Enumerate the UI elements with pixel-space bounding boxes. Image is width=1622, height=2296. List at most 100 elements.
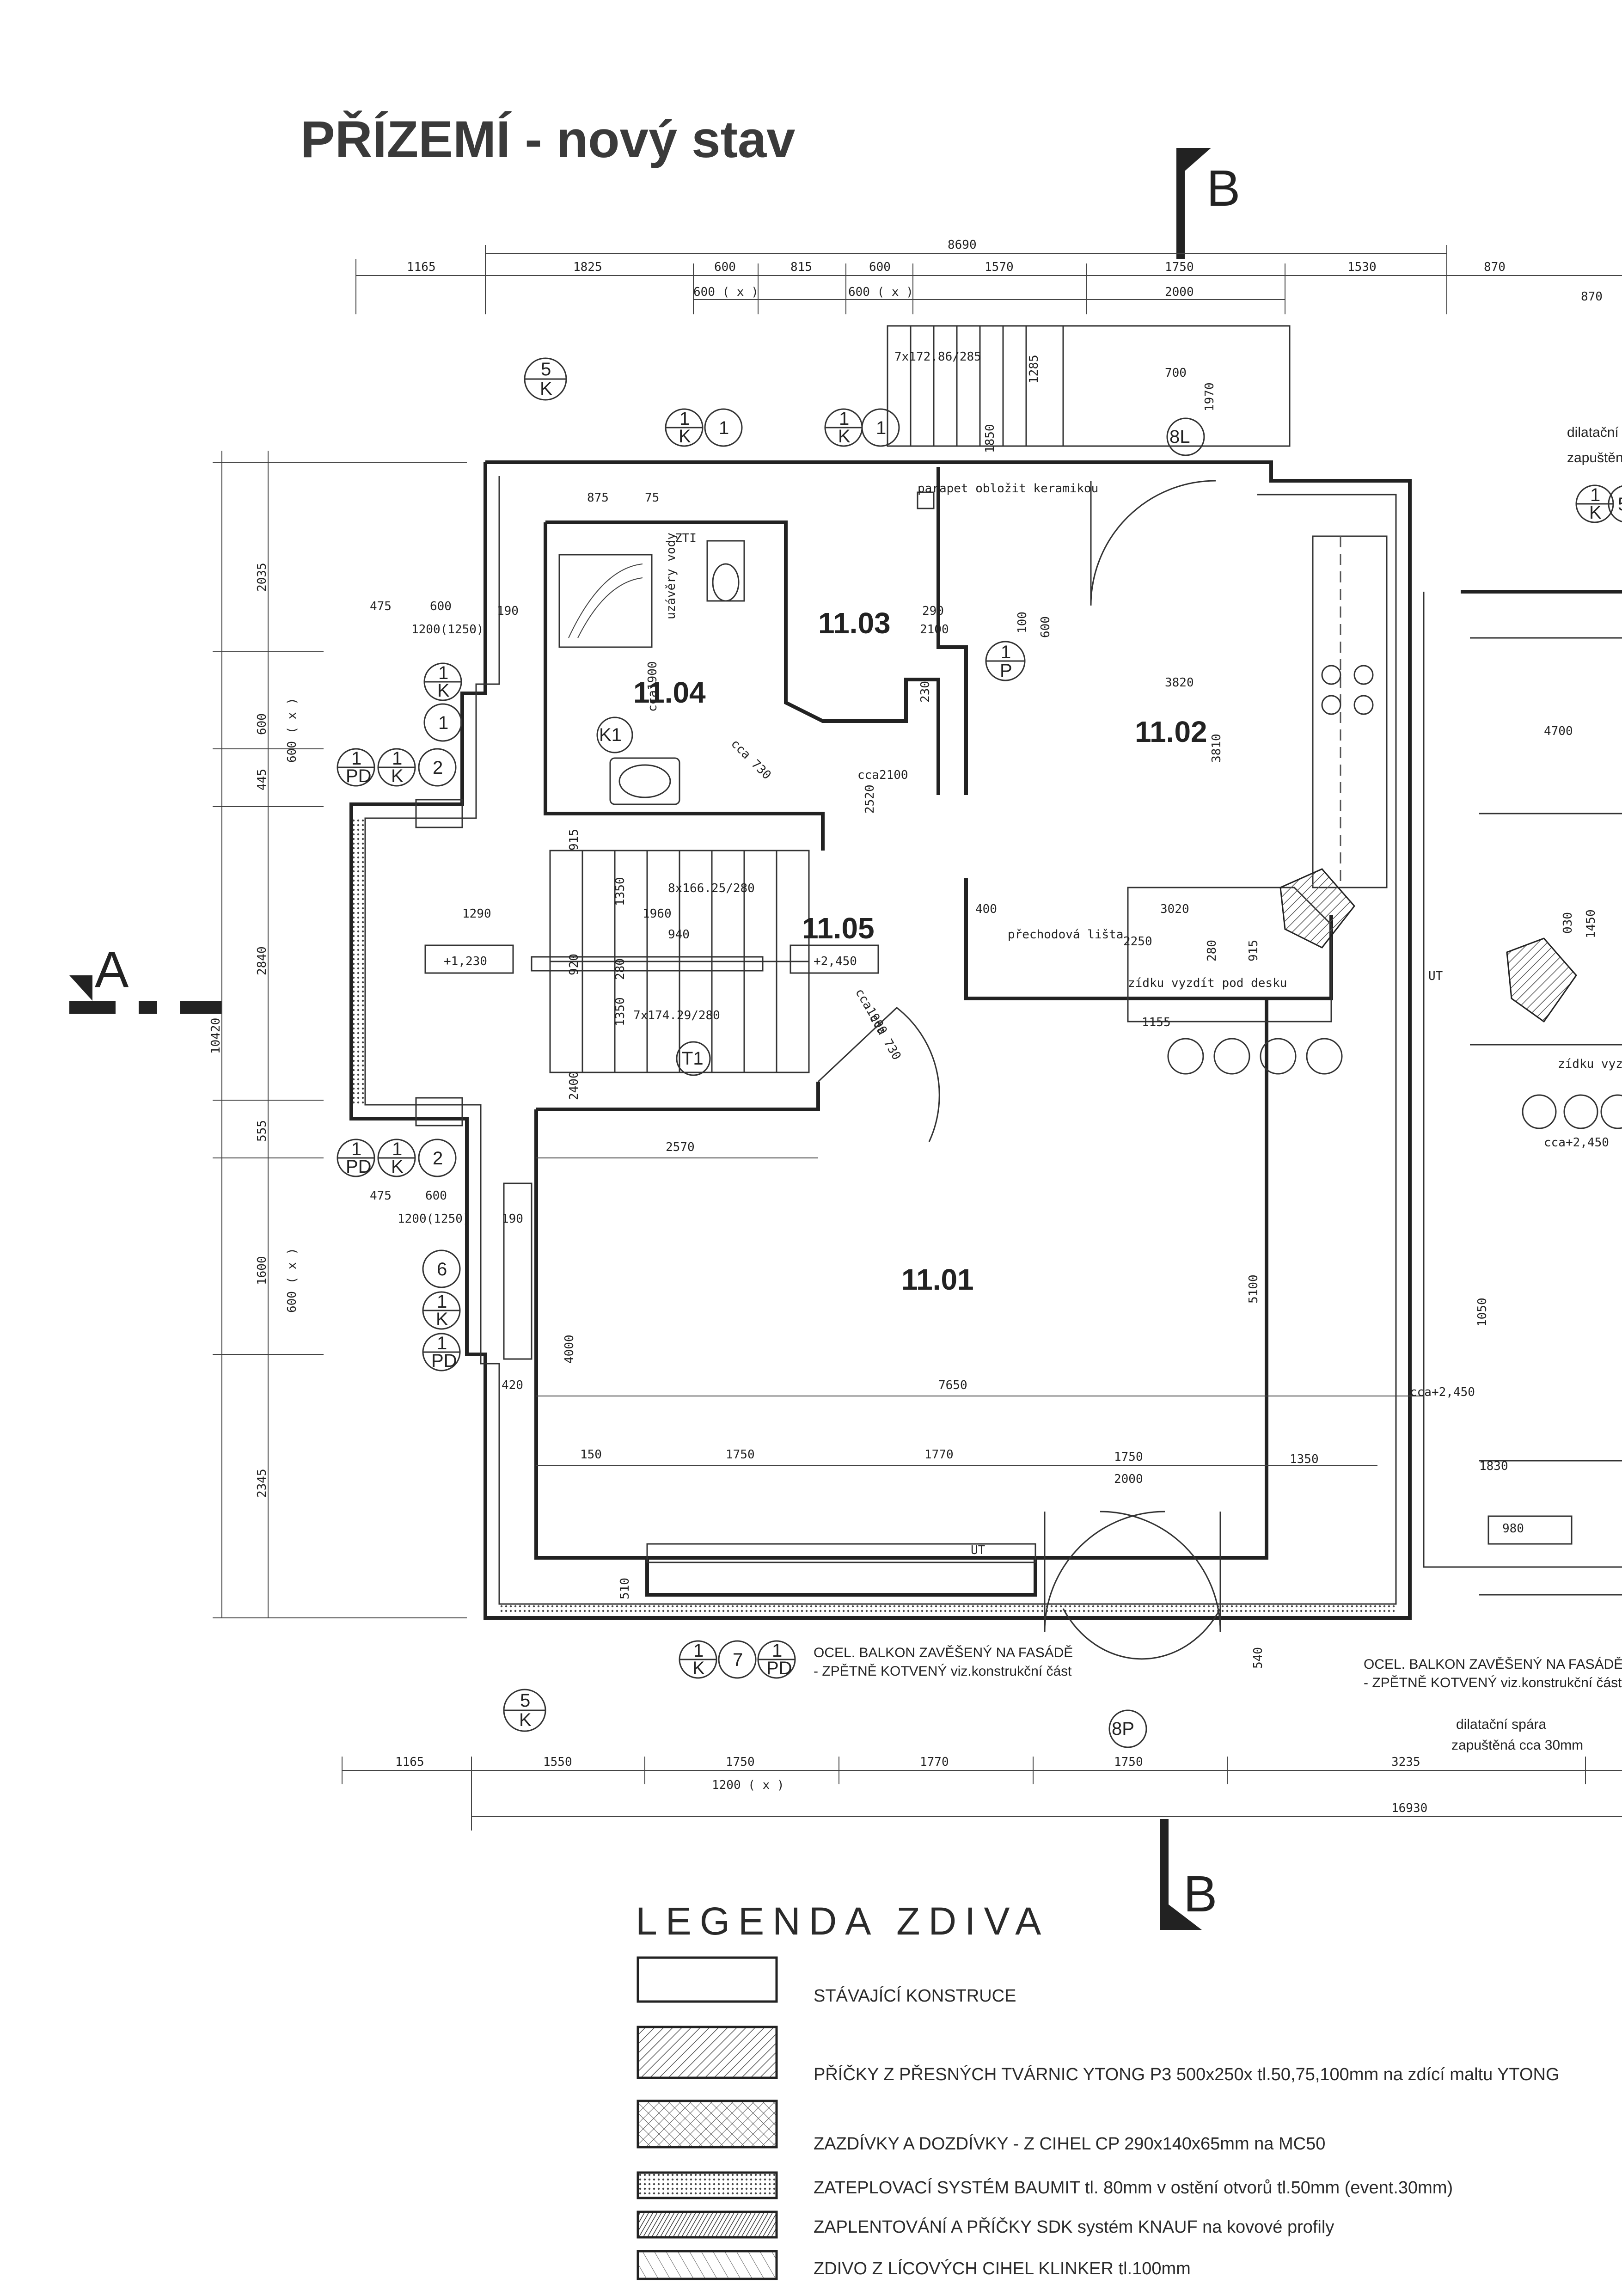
svg-text:cca1900: cca1900 xyxy=(646,661,660,712)
legend-item-existing: STÁVAJÍCÍ KONSTRUCE xyxy=(637,1956,1016,2006)
svg-text:8P: 8P xyxy=(1112,1719,1134,1739)
svg-text:2345: 2345 xyxy=(255,1469,269,1498)
legend-item-sdk: ZAPLENTOVÁNÍ A PŘÍČKY SDK systém KNAUF n… xyxy=(637,2210,1334,2239)
svg-text:3020: 3020 xyxy=(1160,902,1189,916)
svg-text:870: 870 xyxy=(1484,260,1506,274)
drawing-title: PŘÍZEMÍ - nový stav xyxy=(300,110,795,168)
svg-text:1350: 1350 xyxy=(613,997,627,1026)
svg-text:540: 540 xyxy=(1251,1647,1265,1669)
svg-text:600 ( x ): 600 ( x ) xyxy=(285,1248,299,1313)
svg-text:1830: 1830 xyxy=(1479,1459,1508,1473)
svg-text:PD: PD xyxy=(346,766,372,786)
svg-text:915: 915 xyxy=(1247,940,1261,961)
svg-text:600: 600 xyxy=(255,713,269,735)
svg-text:2000: 2000 xyxy=(1165,285,1194,299)
svg-text:1825: 1825 xyxy=(573,260,602,274)
svg-text:1285: 1285 xyxy=(1027,355,1041,384)
section-mark-b-bottom: B xyxy=(1160,1819,1217,1930)
svg-text:A: A xyxy=(95,941,129,998)
svg-text:230: 230 xyxy=(918,681,932,703)
section-mark-a: A xyxy=(69,941,222,1014)
svg-text:ZDIVO Z LÍCOVÝCH CIHEL KLINKER: ZDIVO Z LÍCOVÝCH CIHEL KLINKER tl.100mm xyxy=(814,2259,1191,2278)
svg-text:030: 030 xyxy=(1561,912,1575,934)
svg-text:ZATEPLOVACÍ SYSTÉM BAUMIT tl.: ZATEPLOVACÍ SYSTÉM BAUMIT tl. 80mm v ost… xyxy=(814,2178,1453,2198)
svg-text:K: K xyxy=(838,426,851,447)
svg-text:B: B xyxy=(1183,1866,1217,1923)
svg-text:75: 75 xyxy=(645,491,659,505)
svg-text:1200(1250): 1200(1250) xyxy=(398,1212,470,1226)
svg-text:2100: 2100 xyxy=(920,623,949,637)
section-mark-b-top: B xyxy=(1176,148,1240,259)
svg-text:555: 555 xyxy=(255,1120,269,1142)
svg-text:1850: 1850 xyxy=(983,424,997,453)
svg-text:400: 400 xyxy=(975,902,997,916)
room-label-11-05: 11.05 xyxy=(802,912,875,945)
svg-text:K: K xyxy=(391,1157,404,1177)
svg-text:2400: 2400 xyxy=(567,1071,581,1100)
svg-text:1: 1 xyxy=(719,418,729,438)
legend: LEGENDA ZDIVA STÁVAJÍCÍ KONSTRUCE PŘÍČKY… xyxy=(636,1899,1560,2280)
svg-text:600: 600 xyxy=(869,260,891,274)
svg-text:K: K xyxy=(437,680,450,701)
svg-text:1: 1 xyxy=(679,409,690,429)
svg-text:1200 ( x ): 1200 ( x ) xyxy=(712,1778,784,1792)
svg-text:1: 1 xyxy=(1590,485,1600,505)
svg-text:1200(1250): 1200(1250) xyxy=(411,623,484,637)
svg-text:2250: 2250 xyxy=(1123,935,1152,949)
svg-text:190: 190 xyxy=(502,1212,523,1226)
neighbor-building: 4700 1830 980 1050 1450 030 cca+2,450 zí… xyxy=(1423,290,1622,1596)
svg-text:B: B xyxy=(1206,160,1240,217)
svg-text:815: 815 xyxy=(790,260,812,274)
svg-text:1770: 1770 xyxy=(924,1448,954,1462)
svg-text:870: 870 xyxy=(1581,290,1603,304)
svg-text:1: 1 xyxy=(1001,642,1011,662)
room-label-11-01: 11.01 xyxy=(901,1263,974,1296)
legend-item-ytong: PŘÍČKY Z PŘESNÝCH TVÁRNIC YTONG P3 500x2… xyxy=(637,2026,1560,2084)
top-dimension-chain: 8690 1165 1825 600 815 600 1570 1750 153… xyxy=(355,238,1622,314)
legend-title: LEGENDA ZDIVA xyxy=(636,1899,1049,1943)
svg-text:UT: UT xyxy=(1428,969,1443,983)
svg-text:zídku vyzdít pod desku: zídku vyzdít pod desku xyxy=(1128,976,1287,990)
balcony-notes: OCEL. BALKON ZAVĚŠENÝ NA FASÁDĚ - ZPĚTNĚ… xyxy=(814,969,1622,1753)
svg-text:uzávěry vody: uzávěry vody xyxy=(664,533,678,619)
svg-text:zapuštěn: zapuštěn xyxy=(1567,450,1622,465)
svg-text:UT: UT xyxy=(971,1543,985,1557)
svg-text:K1: K1 xyxy=(599,725,622,745)
svg-text:3235: 3235 xyxy=(1391,1755,1420,1769)
svg-text:ZTI: ZTI xyxy=(675,532,697,545)
svg-text:600 ( x ): 600 ( x ) xyxy=(285,698,299,763)
svg-text:1750: 1750 xyxy=(1114,1450,1143,1464)
svg-text:dilatační: dilatační xyxy=(1567,425,1619,440)
svg-text:P: P xyxy=(1000,661,1012,681)
svg-text:1: 1 xyxy=(392,1139,402,1159)
svg-text:T1: T1 xyxy=(682,1048,704,1069)
svg-text:cca 730: cca 730 xyxy=(728,737,774,783)
legend-item-klinker: ZDIVO Z LÍCOVÝCH CIHEL KLINKER tl.100mm xyxy=(637,2250,1191,2280)
svg-text:280: 280 xyxy=(613,958,627,980)
room-label-11-02: 11.02 xyxy=(1135,715,1207,748)
svg-text:2840: 2840 xyxy=(255,946,269,975)
svg-text:1155: 1155 xyxy=(1142,1016,1171,1029)
svg-text:280: 280 xyxy=(1205,940,1219,961)
svg-text:3820: 3820 xyxy=(1165,676,1194,690)
svg-text:K: K xyxy=(436,1309,448,1329)
svg-text:3810: 3810 xyxy=(1210,734,1224,763)
svg-text:ZAZDÍVKY A DOZDÍVKY - Z CIHEL: ZAZDÍVKY A DOZDÍVKY - Z CIHEL CP 290x140… xyxy=(814,2134,1325,2154)
svg-text:980: 980 xyxy=(1502,1522,1524,1536)
svg-text:920: 920 xyxy=(567,954,581,975)
svg-text:1: 1 xyxy=(693,1641,704,1661)
svg-text:8L: 8L xyxy=(1169,427,1190,447)
svg-text:1: 1 xyxy=(392,748,402,769)
svg-text:1: 1 xyxy=(438,663,448,683)
svg-text:940: 940 xyxy=(668,928,690,942)
svg-text:1770: 1770 xyxy=(920,1755,949,1769)
svg-text:OCEL. BALKON ZAVĚŠENÝ NA FASÁD: OCEL. BALKON ZAVĚŠENÝ NA FASÁDĚ xyxy=(1364,1656,1622,1672)
svg-text:1350: 1350 xyxy=(613,877,627,906)
detail-markers: 5 K 1 K 1 1 K 1 1 P xyxy=(337,357,1622,1732)
exterior-walls xyxy=(349,460,1412,1620)
svg-text:- ZPĚTNĚ KOTVENÝ viz.konstrukč: - ZPĚTNĚ KOTVENÝ viz.konstrukční část xyxy=(1364,1675,1622,1690)
svg-text:1970: 1970 xyxy=(1203,382,1217,411)
svg-text:1: 1 xyxy=(351,748,361,769)
svg-text:2570: 2570 xyxy=(666,1140,695,1154)
